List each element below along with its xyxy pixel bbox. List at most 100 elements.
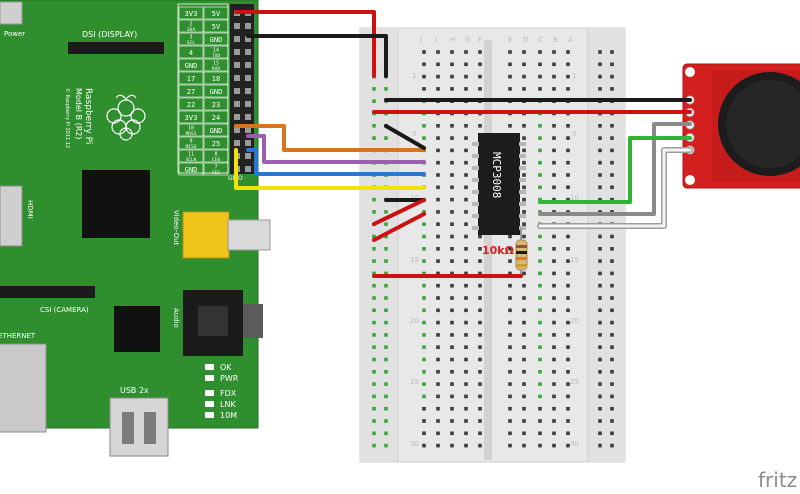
breadboard-hole bbox=[522, 160, 526, 165]
breadboard-hole bbox=[552, 210, 556, 214]
joystick-module bbox=[682, 63, 800, 189]
breadboard-hole bbox=[610, 74, 614, 79]
gpio-pin-cell bbox=[203, 58, 229, 72]
breadboard-hole bbox=[450, 345, 454, 349]
gpio-pin bbox=[245, 127, 251, 133]
gpio-pin-label: 14 bbox=[213, 48, 219, 54]
breadboard-hole bbox=[598, 259, 602, 263]
gpio-pin-label: 27 bbox=[187, 88, 195, 96]
breadboard-hole bbox=[552, 87, 556, 91]
breadboard-hole bbox=[450, 74, 454, 79]
gpio-pin-label: TXD bbox=[212, 53, 220, 59]
breadboard-hole bbox=[538, 124, 542, 128]
breadboard-hole bbox=[384, 370, 388, 374]
breadboard-hole bbox=[450, 234, 454, 239]
breadboard-hole bbox=[436, 160, 440, 165]
breadboard-hole bbox=[384, 296, 388, 300]
gpio-pin bbox=[245, 153, 251, 159]
gpio-pin bbox=[245, 36, 251, 42]
breadboard-hole bbox=[552, 308, 556, 313]
gpio-pin-label: SDA bbox=[187, 27, 195, 33]
breadboard-hole bbox=[566, 345, 570, 349]
breadboard-hole bbox=[508, 87, 512, 91]
breadboard-hole bbox=[436, 382, 440, 386]
breadboard-hole bbox=[372, 345, 376, 349]
row-number: 5 bbox=[572, 130, 576, 138]
led-label: FDX bbox=[220, 389, 237, 398]
column-letter: J bbox=[419, 36, 422, 44]
breadboard-hole bbox=[478, 124, 482, 128]
breadboard-hole bbox=[464, 308, 468, 313]
breadboard-hole bbox=[566, 370, 570, 374]
breadboard-hole bbox=[464, 370, 468, 374]
breadboard-hole bbox=[522, 431, 526, 436]
breadboard-hole bbox=[436, 345, 440, 349]
breadboard-hole bbox=[538, 197, 542, 202]
gpio-pin-label: 10 bbox=[188, 126, 194, 132]
row-number: 20 bbox=[410, 317, 419, 325]
breadboard-hole bbox=[522, 320, 526, 325]
breadboard-hole bbox=[372, 296, 376, 300]
breadboard-hole bbox=[478, 271, 482, 276]
wire-green-joy bbox=[538, 136, 692, 204]
wire-black-jumper bbox=[384, 124, 426, 150]
breadboard-hole bbox=[384, 308, 388, 313]
wire-red-jumper-1 bbox=[372, 198, 426, 226]
breadboard-hole bbox=[464, 357, 468, 362]
breadboard-hole bbox=[598, 124, 602, 128]
gpio-pin-label: 4 bbox=[189, 49, 193, 57]
gpio-pin-label: RXD bbox=[212, 66, 220, 72]
breadboard-hole bbox=[610, 431, 614, 436]
gpio-pin bbox=[245, 23, 251, 29]
breadboard-hole bbox=[598, 370, 602, 374]
breadboard-hole bbox=[522, 173, 526, 177]
breadboard-hole bbox=[610, 283, 614, 288]
gpio-pin-cell bbox=[178, 123, 204, 137]
breadboard-hole bbox=[464, 50, 468, 54]
breadboard-hole bbox=[508, 308, 512, 313]
breadboard-hole bbox=[566, 357, 570, 362]
breadboard-hole bbox=[552, 283, 556, 288]
breadboard-hole bbox=[372, 136, 376, 140]
gpio-pin-label: SCLK bbox=[186, 157, 197, 163]
breadboard-hole bbox=[522, 148, 526, 153]
breadboard-hole bbox=[450, 87, 454, 91]
breadboard-hole bbox=[436, 406, 440, 411]
breadboard-hole bbox=[436, 320, 440, 325]
breadboard-hole bbox=[552, 419, 556, 423]
gpio-pin-label: CE1 bbox=[212, 170, 220, 176]
gpio-pin bbox=[245, 101, 251, 107]
chip-leg bbox=[519, 226, 526, 230]
breadboard-hole bbox=[422, 234, 426, 239]
row-number: 25 bbox=[570, 378, 579, 386]
breadboard-hole bbox=[450, 247, 454, 251]
breadboard-hole bbox=[598, 345, 602, 349]
column-letter: I bbox=[435, 36, 437, 44]
wire-red-jumper-2 bbox=[372, 212, 426, 242]
breadboard-hole bbox=[450, 308, 454, 313]
breadboard-hole bbox=[508, 357, 512, 362]
breadboard-hole bbox=[450, 222, 454, 226]
breadboard-hole bbox=[538, 271, 542, 276]
breadboard-hole bbox=[450, 419, 454, 423]
breadboard-hole bbox=[566, 308, 570, 313]
breadboard-hole bbox=[464, 62, 468, 67]
breadboard-hole bbox=[478, 333, 482, 337]
breadboard-hole bbox=[464, 382, 468, 386]
breadboard-hole bbox=[552, 357, 556, 362]
column-letter: C bbox=[538, 36, 543, 44]
breadboard-hole bbox=[538, 247, 542, 251]
chip-leg bbox=[472, 190, 479, 194]
breadboard-hole bbox=[522, 443, 526, 448]
gpio-pin-label: 17 bbox=[187, 75, 195, 83]
led-label: 10M bbox=[220, 411, 237, 420]
breadboard-hole bbox=[436, 247, 440, 251]
breadboard-hole bbox=[436, 148, 440, 153]
breadboard-hole bbox=[610, 136, 614, 140]
gpio-pin bbox=[234, 127, 240, 133]
breadboard-hole bbox=[464, 197, 468, 202]
gpio-pin bbox=[245, 114, 251, 120]
gpio-pin bbox=[234, 114, 240, 120]
gpio-pin-label: CE0 bbox=[212, 157, 220, 163]
gpio-pin-cell bbox=[203, 84, 229, 98]
